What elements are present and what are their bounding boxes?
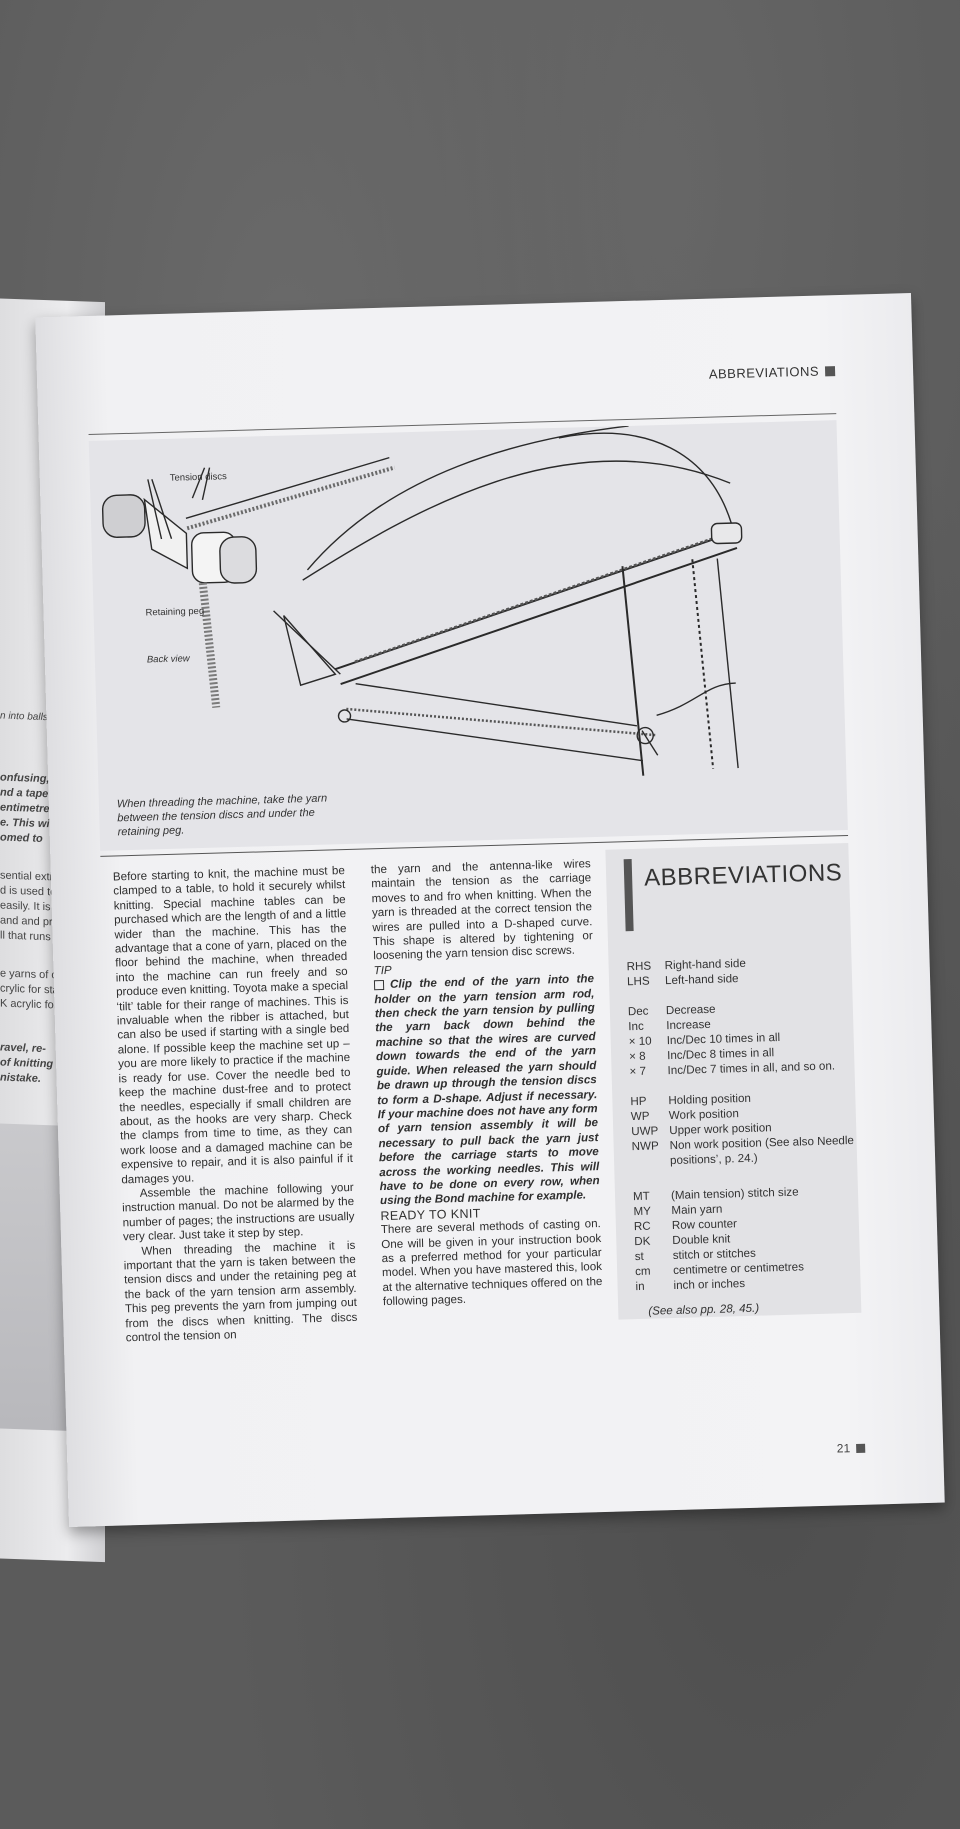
paragraph: Assemble the machine following your inst… <box>122 1180 355 1244</box>
figure-caption: When threading the machine, take the yar… <box>116 792 328 839</box>
page-number-text: 21 <box>836 1441 851 1456</box>
label-back-view: Back view <box>146 653 190 666</box>
abbr-key: Dec <box>627 1004 649 1019</box>
abbr-key: UWP <box>631 1124 659 1139</box>
left-text-fragment: K acrylic for <box>0 997 58 1012</box>
left-text-fragment: omed to <box>0 831 43 846</box>
tip-text: Clip the end of the yarn into the holder… <box>374 972 600 1208</box>
left-text-fragment: nd a tape <box>0 786 49 801</box>
abbr-key: MY <box>633 1204 652 1219</box>
paragraph: When threading the machine it is importa… <box>123 1238 358 1345</box>
machine-illustration: Tension discs Retaining peg Back view <box>88 420 848 851</box>
accent-bar <box>623 859 634 932</box>
yarn-tension-drawing <box>101 425 743 776</box>
abbr-key: st <box>634 1249 644 1264</box>
tip-body: Clip the end of the yarn into the holder… <box>373 972 600 1209</box>
abbr-key: × 7 <box>629 1064 647 1079</box>
abbr-key: × 8 <box>628 1049 646 1064</box>
body-column-2: the yarn and the antenna-like wires main… <box>371 857 603 1310</box>
square-marker-icon <box>856 1443 866 1453</box>
left-text-fragment: nistake. <box>0 1071 41 1085</box>
book-page: ABBREVIATIONS <box>35 293 945 1527</box>
left-text-fragment: ravel, re- <box>0 1041 46 1056</box>
abbr-key: MT <box>632 1189 650 1204</box>
square-marker-icon <box>824 365 836 376</box>
abbreviations-title: ABBREVIATIONS <box>643 859 843 892</box>
left-text-fragment: n into balls. <box>0 710 51 724</box>
see-also-note: (See also pp. 28, 45.) <box>648 1301 760 1318</box>
abbr-key: RHS <box>626 959 652 974</box>
abbr-key: in <box>635 1279 645 1294</box>
paragraph: the yarn and the antenna-like wires main… <box>370 857 593 963</box>
abbr-key: DK <box>634 1234 651 1249</box>
abbr-key: NWP <box>631 1139 659 1154</box>
paragraph: There are several methods of casting on.… <box>380 1217 603 1309</box>
abbr-row: NWP Non work position (See also Needle po… <box>631 1133 862 1169</box>
label-tension-discs: Tension discs <box>169 471 227 484</box>
body-column-1: Before starting to knit, the machine mus… <box>113 864 358 1346</box>
abbr-key: HP <box>630 1094 647 1109</box>
abbr-key: Inc <box>628 1019 644 1034</box>
abbr-value: Non work position (See also Needle posit… <box>669 1133 855 1168</box>
abbr-key: RC <box>633 1219 651 1234</box>
checkbox-bullet-icon <box>373 980 385 991</box>
left-text-fragment: ll that runs <box>0 929 51 944</box>
left-text-fragment: easily. It is <box>0 899 51 914</box>
running-head: ABBREVIATIONS <box>709 363 836 382</box>
abbr-key: WP <box>630 1109 650 1124</box>
abbr-key: cm <box>634 1264 651 1279</box>
abbr-key: × 10 <box>628 1034 652 1049</box>
paragraph: Before starting to knit, the machine mus… <box>112 864 354 1186</box>
label-retaining-peg: Retaining peg <box>145 605 205 619</box>
abbr-key: LHS <box>626 974 650 989</box>
page-number: 21 <box>837 1441 866 1456</box>
running-head-text: ABBREVIATIONS <box>708 363 820 382</box>
